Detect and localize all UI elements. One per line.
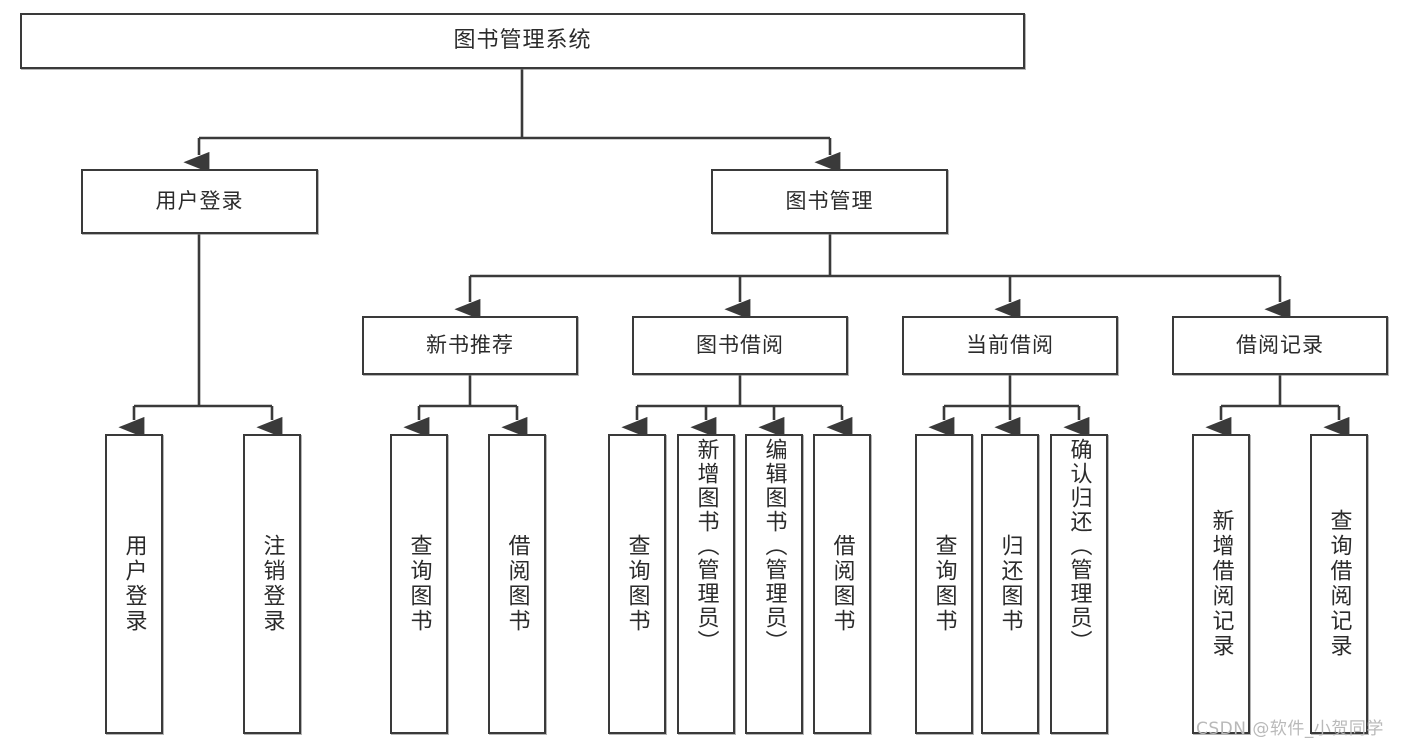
leaf-query-book-current-label: 查询图书 (931, 534, 957, 634)
leaf-user-login[interactable]: 用户登录 (105, 434, 163, 734)
leaf-add-book-admin-label: 新增图书（管理员） (693, 438, 719, 654)
node-root[interactable]: 图书管理系统 (20, 13, 1025, 69)
node-user-login[interactable]: 用户登录 (81, 169, 318, 234)
leaf-query-book-recommend[interactable]: 查询图书 (390, 434, 448, 734)
leaf-user-login-label: 用户登录 (121, 534, 147, 634)
leaf-borrow-book-label: 借阅图书 (829, 534, 855, 634)
node-current-borrow[interactable]: 当前借阅 (902, 316, 1118, 375)
leaf-query-book-borrow[interactable]: 查询图书 (608, 434, 666, 734)
node-book-borrow-label: 图书借阅 (696, 333, 784, 358)
leaf-add-borrow-record[interactable]: 新增借阅记录 (1192, 434, 1250, 734)
leaf-query-book-current[interactable]: 查询图书 (915, 434, 973, 734)
node-borrow-record[interactable]: 借阅记录 (1172, 316, 1388, 375)
leaf-confirm-return-admin-label: 确认归还（管理员） (1066, 438, 1092, 654)
node-user-login-label: 用户登录 (155, 189, 244, 214)
node-new-book-recommend[interactable]: 新书推荐 (362, 316, 578, 375)
leaf-edit-book-admin[interactable]: 编辑图书（管理员） (745, 434, 803, 734)
leaf-query-book-recommend-label: 查询图书 (406, 534, 432, 634)
node-root-label: 图书管理系统 (453, 28, 592, 54)
leaf-query-borrow-record-label: 查询借阅记录 (1326, 509, 1352, 659)
node-book-borrow[interactable]: 图书借阅 (632, 316, 848, 375)
node-book-management-label: 图书管理 (785, 189, 874, 214)
leaf-logout[interactable]: 注销登录 (243, 434, 301, 734)
leaf-query-book-borrow-label: 查询图书 (624, 534, 650, 634)
node-new-book-recommend-label: 新书推荐 (426, 333, 514, 358)
leaf-borrow-book-recommend-label: 借阅图书 (504, 534, 530, 634)
leaf-return-book[interactable]: 归还图书 (981, 434, 1039, 734)
leaf-logout-label: 注销登录 (259, 534, 285, 634)
node-borrow-record-label: 借阅记录 (1236, 333, 1324, 358)
leaf-confirm-return-admin[interactable]: 确认归还（管理员） (1050, 434, 1108, 734)
node-current-borrow-label: 当前借阅 (966, 333, 1054, 358)
leaf-borrow-book[interactable]: 借阅图书 (813, 434, 871, 734)
node-book-management[interactable]: 图书管理 (711, 169, 948, 234)
leaf-add-book-admin[interactable]: 新增图书（管理员） (677, 434, 735, 734)
leaf-edit-book-admin-label: 编辑图书（管理员） (761, 438, 787, 654)
leaf-borrow-book-recommend[interactable]: 借阅图书 (488, 434, 546, 734)
csdn-watermark: CSDN @软件_小贺同学 (1196, 719, 1384, 739)
leaf-query-borrow-record[interactable]: 查询借阅记录 (1310, 434, 1368, 734)
leaf-return-book-label: 归还图书 (997, 534, 1023, 634)
leaf-add-borrow-record-label: 新增借阅记录 (1208, 509, 1234, 659)
